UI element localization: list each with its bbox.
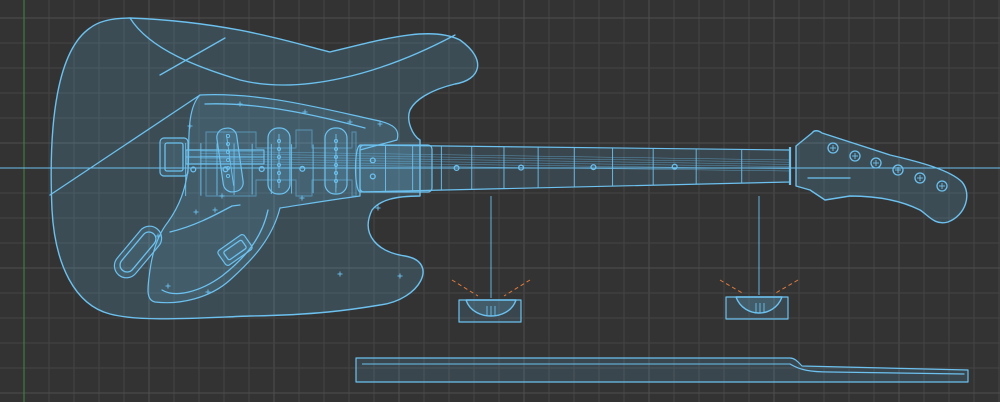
inlay-dot-5 [590, 164, 597, 171]
inlay-dot-3 [671, 163, 678, 170]
section-1-dim-right [503, 279, 531, 297]
pole-piece [276, 178, 282, 184]
inlay-dot-21 [190, 166, 197, 173]
pole-piece [333, 138, 339, 144]
section-2-dim-right [773, 279, 799, 295]
fretboard-outline [354, 144, 791, 193]
inlay-dot-17 [258, 166, 265, 173]
frets [185, 142, 743, 197]
pole-piece [225, 173, 231, 179]
inlay-dot-7 [517, 164, 525, 171]
section-2-neck-profile [735, 296, 783, 314]
pickguard-outline [147, 94, 399, 304]
body-contour-line-1 [159, 37, 226, 76]
guitar-headstock[interactable] [795, 130, 968, 224]
pickguard-screws [155, 101, 403, 295]
inlay-dot-12-a [369, 157, 376, 164]
jack-plate [217, 234, 253, 266]
tuner-1 [827, 142, 839, 154]
section-view-2[interactable] [719, 196, 799, 320]
pole-piece [225, 133, 231, 139]
tuner-3 [870, 157, 882, 169]
pickup-cavity-rout [205, 129, 357, 197]
guitar-neck[interactable] [185, 142, 797, 197]
section-1-dim-left [451, 279, 479, 297]
string-5 [199, 160, 791, 170]
neck-side-headstock-transition [789, 363, 965, 375]
tuner-6 [936, 180, 948, 192]
pole-piece [225, 141, 231, 147]
inlay-dot-12-b [369, 173, 376, 180]
pole-piece [276, 138, 282, 144]
body-contour-arc-1 [129, 17, 456, 86]
control-plate [113, 225, 163, 279]
tuner-2 [849, 150, 861, 162]
tuner-5 [914, 172, 926, 184]
headstock-outline [795, 130, 968, 224]
pole-piece [276, 146, 282, 152]
fret-inlays [190, 157, 678, 180]
section-2-dim-left [719, 279, 745, 295]
pole-piece [225, 149, 231, 155]
control-wiring-channel [169, 204, 241, 233]
section-view-1[interactable] [451, 196, 531, 323]
inlay-dot-9 [453, 164, 460, 171]
tuner-4 [892, 164, 904, 176]
pole-piece [276, 162, 282, 168]
string-1 [199, 150, 791, 161]
neck-side-profile[interactable] [355, 357, 969, 383]
string-2 [199, 153, 791, 163]
string-6 [199, 163, 791, 172]
string-3 [199, 155, 791, 165]
inlay-dot-19 [222, 166, 229, 173]
neck-heel-plate [359, 144, 433, 193]
pickguard-inner-edge [161, 103, 366, 295]
string-4 [199, 158, 791, 167]
inlay-dot-15 [299, 165, 306, 172]
strings [199, 150, 791, 172]
tuners [827, 142, 948, 192]
body-contour-line-2 [49, 94, 201, 196]
pole-piece [225, 157, 231, 163]
pole-piece [276, 170, 282, 176]
